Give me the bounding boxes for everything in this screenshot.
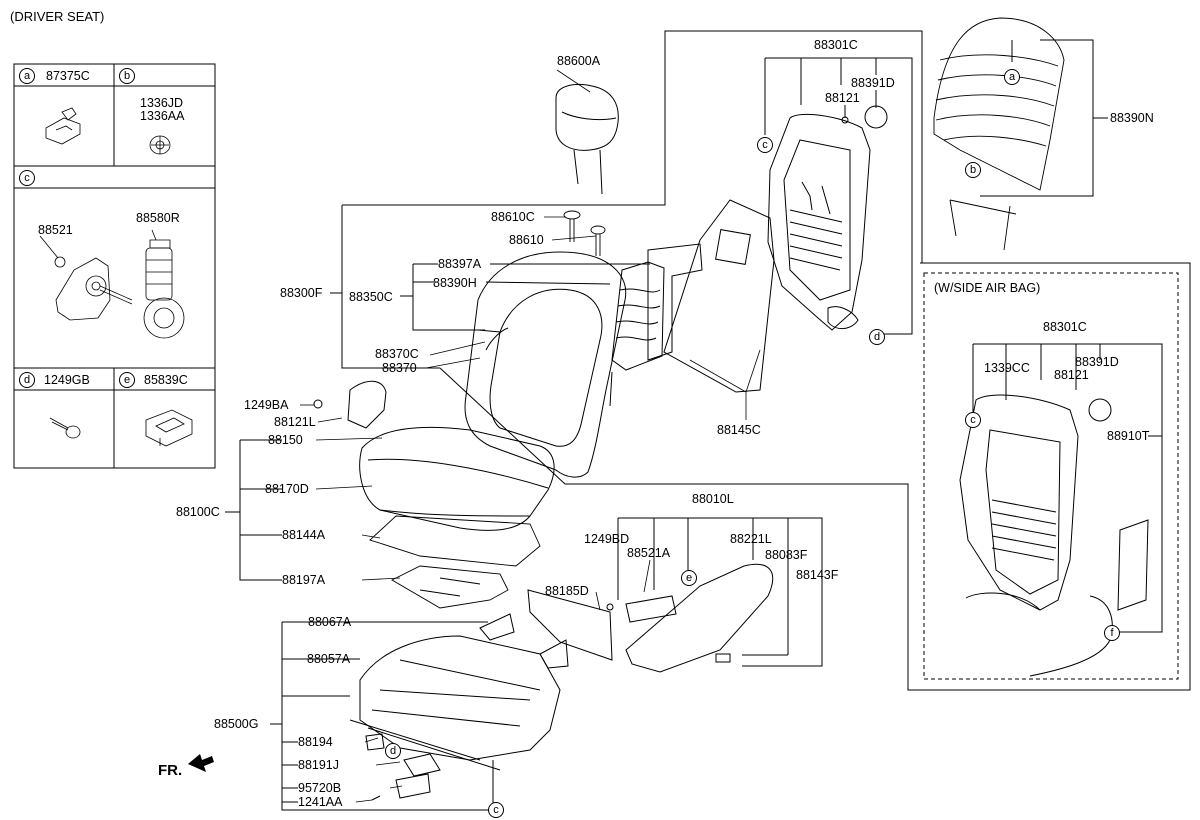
part-88521a: 88521A bbox=[627, 546, 671, 560]
part-1249ba: 1249BA bbox=[244, 398, 289, 412]
back-frame-drawing bbox=[767, 105, 888, 331]
part-88521: 88521 bbox=[38, 223, 73, 237]
callout-e: e bbox=[119, 372, 135, 388]
callout-b: b bbox=[119, 68, 135, 84]
screw-drawing bbox=[49, 417, 81, 439]
guide-drawing bbox=[563, 210, 606, 256]
callout-f-airbag: f bbox=[1104, 625, 1120, 641]
part-88580r: 88580R bbox=[136, 211, 180, 225]
part-88397a: 88397A bbox=[438, 257, 482, 271]
part-88370: 88370 bbox=[382, 361, 417, 375]
airbag-box bbox=[923, 272, 1179, 680]
callout-e-shield: e bbox=[681, 570, 697, 586]
seat-back-cover-drawing bbox=[464, 251, 627, 478]
grommet-drawing bbox=[149, 135, 171, 155]
part-88170d: 88170D bbox=[265, 482, 309, 496]
callout-c-track: c bbox=[488, 802, 504, 818]
part-1249gb: 1249GB bbox=[44, 373, 90, 387]
airbag-part-88121: 88121 bbox=[1054, 368, 1089, 382]
part-88370c: 88370C bbox=[375, 347, 419, 361]
page-title: (DRIVER SEAT) bbox=[10, 9, 105, 24]
part-88057a: 88057A bbox=[307, 652, 351, 666]
callout-d-back: d bbox=[869, 329, 885, 345]
part-88610c: 88610C bbox=[491, 210, 535, 224]
part-88600a: 88600A bbox=[557, 54, 601, 68]
callout-b-cover: b bbox=[965, 162, 981, 178]
cushion-drawing bbox=[359, 426, 555, 531]
misc-leaders bbox=[300, 69, 761, 803]
callout-d: d bbox=[19, 372, 35, 388]
back-cover-assy-drawing bbox=[933, 17, 1065, 251]
part-88500g: 88500G bbox=[214, 717, 259, 731]
fr-arrow-icon bbox=[188, 754, 214, 772]
part-88300f: 88300F bbox=[280, 286, 323, 300]
airbag-part-88391d: 88391D bbox=[1075, 355, 1119, 369]
part-1336aa: 1336AA bbox=[140, 109, 185, 123]
part-88221l: 88221L bbox=[730, 532, 772, 546]
part-88144a: 88144A bbox=[282, 528, 326, 542]
88390n-leaders bbox=[980, 39, 1108, 197]
part-1241aa: 1241AA bbox=[298, 795, 343, 809]
headrest-drawing bbox=[555, 84, 619, 195]
connector-clip-drawing bbox=[145, 409, 193, 447]
part-88150: 88150 bbox=[268, 433, 303, 447]
callout-c-airbag: c bbox=[965, 412, 981, 428]
airbag-part-1339cc: 1339CC bbox=[984, 361, 1030, 375]
airbag-title: (W/SIDE AIR BAG) bbox=[934, 281, 1041, 295]
callout-c-back: c bbox=[757, 137, 773, 153]
recliner-motor-drawing bbox=[39, 229, 185, 339]
cushion-plate-drawing bbox=[391, 565, 509, 609]
part-88121l: 88121L bbox=[274, 415, 316, 429]
part-88067a: 88067A bbox=[308, 615, 352, 629]
part-95720b: 95720B bbox=[298, 781, 342, 795]
part-1336jd: 1336JD bbox=[140, 96, 184, 110]
clip-87375c-drawing bbox=[45, 107, 81, 145]
airbag-part-88910t: 88910T bbox=[1107, 429, 1150, 443]
part-88121: 88121 bbox=[825, 91, 860, 105]
part-88197a: 88197A bbox=[282, 573, 326, 587]
part-88083f: 88083F bbox=[765, 548, 808, 562]
part-88391d: 88391D bbox=[851, 76, 895, 90]
part-88100c: 88100C bbox=[176, 505, 220, 519]
88301c-leaders bbox=[764, 57, 913, 335]
callout-a-cover: a bbox=[1004, 69, 1020, 85]
side-cover-drawing bbox=[313, 380, 387, 429]
airbag-part-88301c: 88301C bbox=[1043, 320, 1087, 334]
part-88390n: 88390N bbox=[1110, 111, 1154, 125]
cushion-leaders bbox=[225, 439, 282, 581]
callout-a: a bbox=[19, 68, 35, 84]
part-88191j: 88191J bbox=[298, 758, 340, 772]
callout-d-track: d bbox=[385, 743, 401, 759]
shield-leaders bbox=[617, 517, 823, 667]
airbag-frame-drawing bbox=[959, 394, 1149, 677]
part-88010l: 88010L bbox=[692, 492, 734, 506]
cushion-mat-drawing bbox=[369, 515, 541, 567]
part-88390h: 88390H bbox=[433, 276, 477, 290]
part-88143f: 88143F bbox=[796, 568, 839, 582]
back-board-drawing bbox=[663, 199, 775, 393]
back-pad-drawing bbox=[609, 243, 703, 407]
main-outline bbox=[330, 30, 1191, 691]
part-88194: 88194 bbox=[298, 735, 333, 749]
part-88145c: 88145C bbox=[717, 423, 761, 437]
part-85839c: 85839C bbox=[144, 373, 188, 387]
airbag-leaders bbox=[972, 343, 1163, 633]
part-87375c: 87375C bbox=[46, 69, 90, 83]
legend-table bbox=[13, 63, 216, 469]
part-88301c: 88301C bbox=[814, 38, 858, 52]
callout-c: c bbox=[19, 170, 35, 186]
part-88610: 88610 bbox=[509, 233, 544, 247]
part-88350c: 88350C bbox=[349, 290, 393, 304]
part-88185d: 88185D bbox=[545, 584, 589, 598]
front-direction-label: FR. bbox=[158, 762, 183, 779]
track-leaders bbox=[270, 621, 494, 811]
part-1249bd: 1249BD bbox=[584, 532, 630, 546]
back-cover-leaders bbox=[400, 263, 650, 331]
shield-drawing bbox=[527, 563, 774, 673]
track-frame-drawing bbox=[349, 613, 569, 801]
